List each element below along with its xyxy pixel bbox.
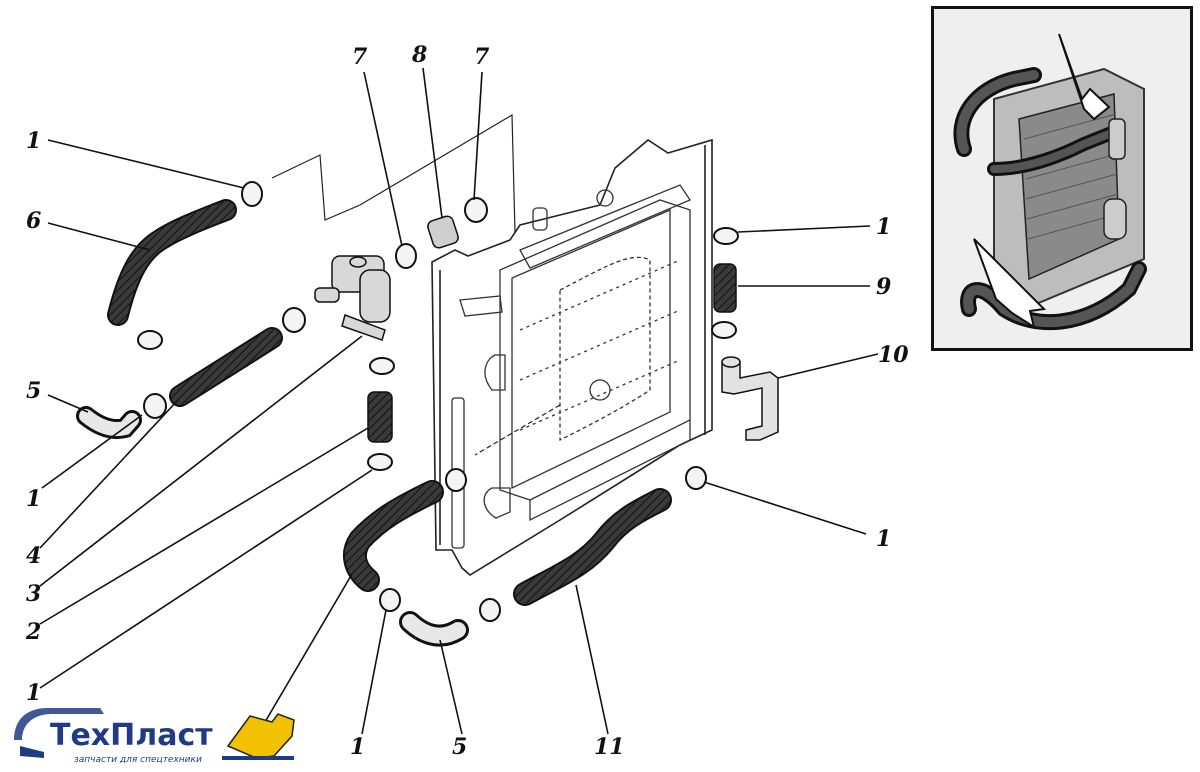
callout-valve-3: 3 (26, 581, 42, 607)
sleeve-2 (367, 391, 393, 443)
callout-hose-4: 4 (26, 543, 42, 569)
callout-elbow-5: 5 (452, 734, 468, 760)
sleeve-8 (427, 215, 459, 249)
assembly-guides (271, 113, 561, 456)
installed-view-sketch (934, 9, 1190, 348)
arrow-icon (973, 238, 1047, 330)
callout-clamp: 1 (26, 128, 42, 154)
callout-clamp: 1 (26, 486, 42, 512)
callout-clamp: 1 (350, 734, 366, 760)
hose-clamps (137, 181, 739, 622)
callout-sleeve-2: 2 (26, 619, 42, 645)
callout-elbow-5: 5 (26, 378, 42, 404)
callout-clamp-7: 7 (474, 44, 490, 70)
callout-sleeve-9: 9 (876, 274, 892, 300)
excavator-icon (14, 708, 295, 760)
callout-pipe-10: 10 (878, 342, 909, 368)
callout-hose-11: 11 (594, 734, 625, 760)
drain-valve-3 (314, 255, 391, 341)
radiator-core (451, 184, 691, 549)
brand-name: ТехПласт (50, 718, 213, 753)
leader-lines (39, 67, 879, 735)
callout-clamp: 1 (876, 526, 892, 552)
callout-clamp: 1 (876, 214, 892, 240)
sleeve-9 (713, 263, 737, 313)
installed-view-inset (931, 6, 1193, 351)
brand-tagline: запчасти для спецтехники (74, 755, 202, 765)
callout-clamp: 1 (26, 680, 42, 706)
pipe-10 (721, 356, 779, 441)
callout-hose-6: 6 (26, 208, 42, 234)
brand-logo: ТехПласт запчасти для спецтехники (8, 700, 308, 770)
callout-sleeve-8: 8 (412, 42, 428, 68)
callout-clamp-7: 7 (352, 44, 368, 70)
arrow-icon (1058, 33, 1111, 121)
